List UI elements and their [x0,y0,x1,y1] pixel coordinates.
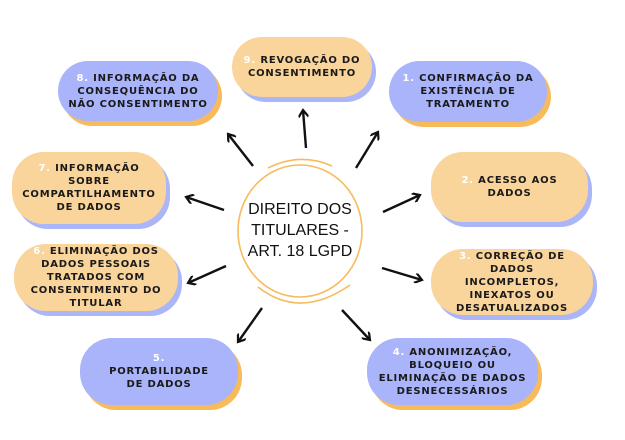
item-text: INFORMAÇÃO DA CONSEQUÊNCIA DO NÃO CONSEN… [68,72,208,110]
item-8-informacao-consequencia: 8. INFORMAÇÃO DA CONSEQUÊNCIA DO NÃO CON… [58,61,218,121]
item-7-compartilhamento: 7. INFORMAÇÃO SOBRE COMPARTILHAMENTO DE … [12,152,166,224]
item-4-anonimizacao: 4. ANONIMIZAÇÃO, BLOQUEIO OU ELIMINAÇÃO … [367,338,538,405]
item-number: 7. [38,163,51,174]
arrow-to-item-9 [303,110,306,149]
center-title-line1: DIREITO DOS [248,200,352,218]
item-1-confirmacao: 1. CONFIRMAÇÃO DA EXISTÊNCIA DE TRATAMEN… [389,61,547,122]
item-text: ANONIMIZAÇÃO, BLOQUEIO OU ELIMINAÇÃO DE … [378,346,527,397]
item-5-portabilidade: 5. PORTABILIDADE DE DADOS [80,338,238,405]
item-number: 2. [461,175,474,186]
center-title-line2: TITULARES - [251,221,349,239]
arrow-to-item-2 [382,195,420,214]
arrow-to-item-3 [381,266,422,280]
item-text: ELIMINAÇÃO DOS DADOS PESSOAIS TRATADOS C… [30,246,162,309]
center-ring [237,158,363,304]
item-3-correcao: 3. CORREÇÃO DE DADOS INCOMPLETOS, INEXAT… [431,249,593,315]
item-number: 5. [152,353,166,364]
item-9-revogacao: 9. REVOGAÇÃO DO CONSENTIMENTO [232,37,372,97]
item-number: 8. [76,72,89,84]
item-text: REVOGAÇÃO DO CONSENTIMENTO [247,55,361,79]
item-text: PORTABILIDADE DE DADOS [109,366,209,390]
arrow-to-item-7 [186,197,225,212]
arrow-to-item-8 [228,134,254,167]
item-6-eliminacao-consentimento: 6. ELIMINAÇÃO DOS DADOS PESSOAIS TRATADO… [14,244,178,311]
item-number: 3. [459,250,472,262]
item-number: 4. [392,346,406,358]
item-text: CORREÇÃO DE DADOS INCOMPLETOS, INEXATOS … [456,250,568,314]
item-number: 9. [243,55,257,66]
center-title-line3: ART. 18 LGPD [247,242,353,260]
item-text: INFORMAÇÃO SOBRE COMPARTILHAMENTO DE DAD… [22,163,156,213]
center-title: DIREITO DOS TITULARES - ART. 18 LGPD [238,168,362,292]
item-text: ACESSO AOS DADOS [478,175,558,199]
arrow-to-item-5 [238,307,263,342]
arrow-to-item-4 [341,309,370,340]
item-text: CONFIRMAÇÃO DA EXISTÊNCIA DE TRATAMENTO [419,73,534,110]
item-number: 6. [33,246,46,257]
arrow-to-item-1 [354,132,378,169]
item-number: 1. [402,73,415,84]
item-2-acesso: 2. ACESSO AOS DADOS [431,152,588,222]
arrow-to-item-6 [188,264,227,283]
